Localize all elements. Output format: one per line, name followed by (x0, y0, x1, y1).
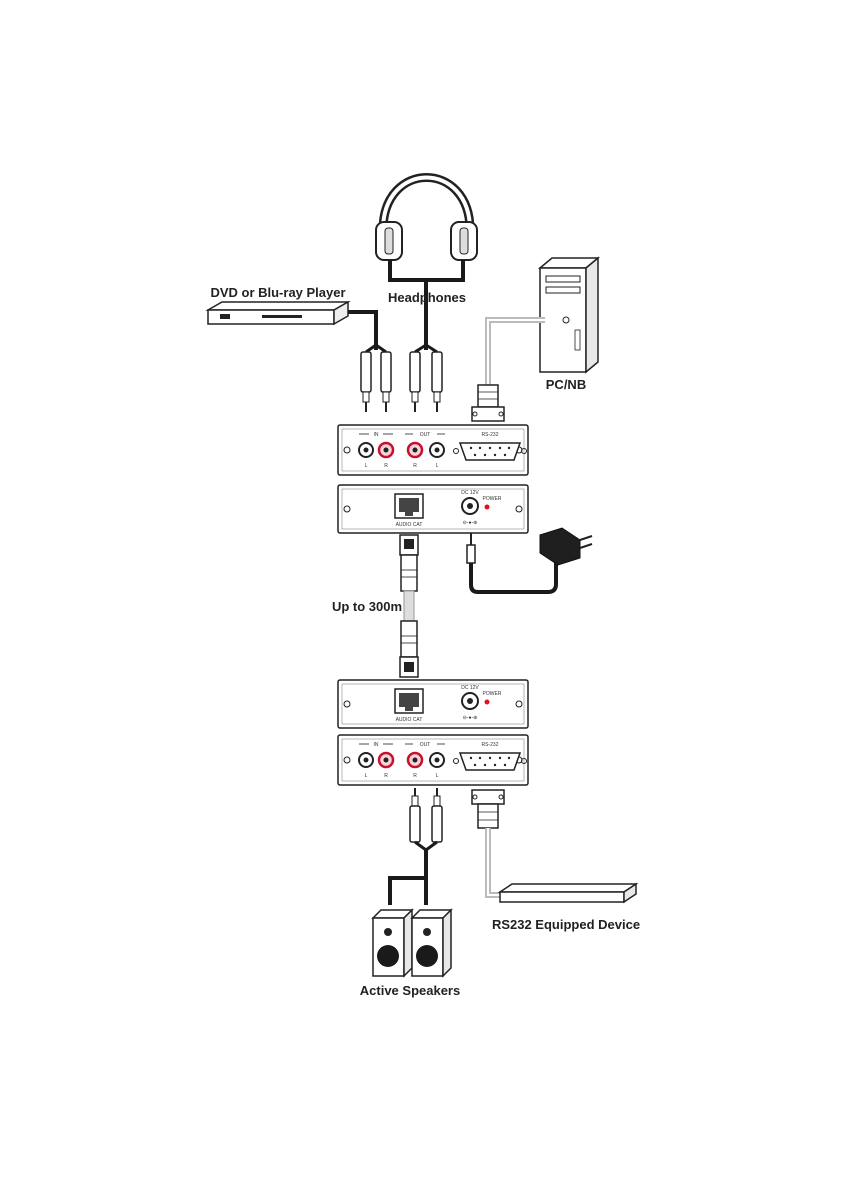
svg-text:L: L (365, 773, 368, 779)
dvd-player-icon (205, 300, 351, 326)
pc-tower-icon (537, 256, 601, 374)
headphones-label: Headphones (388, 290, 466, 305)
power-adapter-icon (466, 527, 593, 594)
rs232-device-icon (497, 882, 639, 904)
svg-text:R: R (413, 463, 417, 469)
svg-text:DC 12V: DC 12V (461, 685, 479, 691)
audio-in-left-jack (358, 442, 374, 458)
rca-plug-speaker-left (431, 788, 443, 843)
headphones-cable (388, 260, 465, 350)
transmitter-audio-panel: IN OUT RS-232 L R R L (337, 424, 529, 476)
pc-label: PC/NB (546, 377, 586, 392)
receiver-cat-panel: AUDIO CAT DC 12V POWER ⊖-●-⊕ (337, 679, 529, 729)
svg-text:RS-232: RS-232 (482, 432, 499, 438)
db9-plug-top (471, 384, 505, 422)
rca-plug-headphones-left (409, 351, 421, 412)
svg-text:IN: IN (374, 742, 379, 748)
rs232-device-label: RS232 Equipped Device (492, 917, 640, 932)
audio-in-right-jack (377, 751, 395, 769)
headphones-icon (375, 173, 478, 261)
svg-text:L: L (436, 773, 439, 779)
rs232-port (453, 752, 527, 771)
svg-text:OUT: OUT (420, 742, 431, 748)
receiver-audio-panel: IN OUT RS-232 L R R L (337, 734, 529, 786)
transmitter-cat-panel: AUDIO CAT DC 12V POWER ⊖-●-⊕ (337, 484, 529, 534)
audio-out-right-jack (406, 751, 424, 769)
speaker-cable (388, 850, 428, 905)
svg-text:IN: IN (374, 432, 379, 438)
svg-text:POWER: POWER (483, 496, 502, 502)
svg-text:R: R (384, 773, 388, 779)
svg-text:RS-232: RS-232 (482, 742, 499, 748)
db9-plug-bottom (471, 789, 505, 829)
svg-text:AUDIO CAT: AUDIO CAT (396, 522, 423, 528)
distance-label: Up to 300m (332, 599, 402, 614)
svg-text:⊖-●-⊕: ⊖-●-⊕ (463, 715, 478, 721)
rca-plug-headphones-right (431, 351, 443, 412)
audio-in-left-jack (358, 752, 374, 768)
svg-text:AUDIO CAT: AUDIO CAT (396, 717, 423, 723)
rca-plug-speaker-right (409, 788, 421, 843)
speaker-left-icon (371, 908, 414, 978)
svg-text:⊖-●-⊕: ⊖-●-⊕ (463, 520, 478, 526)
svg-text:L: L (365, 463, 368, 469)
svg-text:DC 12V: DC 12V (461, 490, 479, 496)
audio-out-left-jack (429, 442, 445, 458)
audio-in-right-jack (377, 441, 395, 459)
rca-plug-dvd-left (360, 351, 372, 412)
dvd-cable (348, 310, 378, 350)
svg-text:R: R (413, 773, 417, 779)
cat-cable (399, 534, 419, 678)
svg-text:L: L (436, 463, 439, 469)
power-led-icon (484, 504, 490, 510)
rj45-port (394, 493, 424, 519)
dc-power-jack (461, 497, 479, 515)
speakers-label: Active Speakers (360, 983, 460, 998)
rca-plug-dvd-right (380, 351, 392, 412)
audio-out-left-jack (429, 752, 445, 768)
power-led-icon (484, 699, 490, 705)
svg-text:R: R (384, 463, 388, 469)
speaker-right-icon (410, 908, 453, 978)
dvd-label: DVD or Blu-ray Player (210, 285, 345, 300)
audio-out-right-jack (406, 441, 424, 459)
pc-serial-cable (485, 317, 545, 385)
svg-text:POWER: POWER (483, 691, 502, 697)
svg-text:OUT: OUT (420, 432, 431, 438)
rs232-port (453, 442, 527, 461)
dc-power-jack (461, 692, 479, 710)
rs232-device-cable (485, 828, 508, 898)
rj45-port (394, 688, 424, 714)
